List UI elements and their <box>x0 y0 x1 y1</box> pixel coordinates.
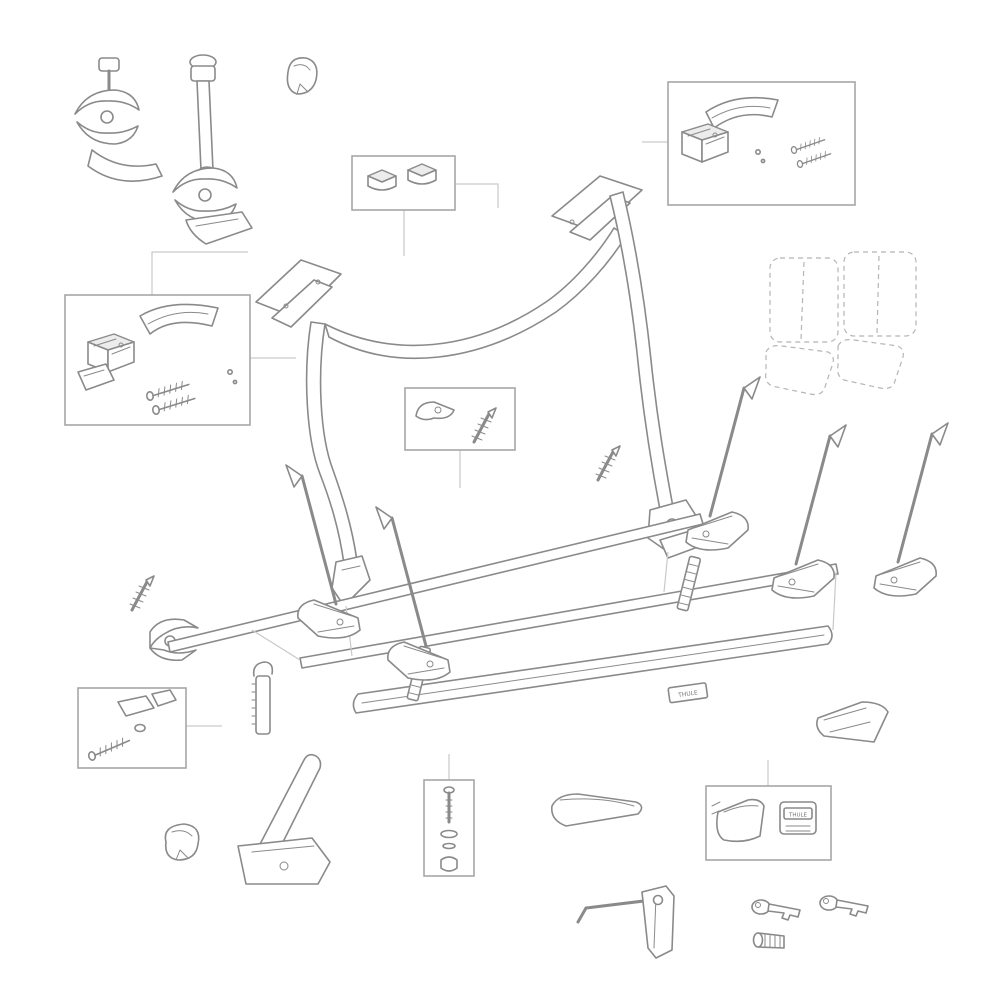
protective-film-panels <box>765 251 917 396</box>
side-cover <box>816 701 889 743</box>
support-strap-with-foot <box>237 753 331 885</box>
middle-rail <box>299 563 839 669</box>
bumper-logo-plate: THULE <box>667 682 709 704</box>
tool-bracket <box>576 885 675 959</box>
wheel-holders <box>284 375 950 682</box>
pad-logo-text: THULE <box>788 813 808 819</box>
key-1 <box>751 899 801 921</box>
strap-track-2 <box>676 555 702 612</box>
bumper-logo-text: THULE <box>677 689 699 699</box>
main-frame <box>255 175 707 607</box>
wheel-holder-right-3 <box>872 421 950 598</box>
cover-flap <box>550 793 643 827</box>
callout-screw-and-wedges <box>77 687 187 769</box>
callout-upper-mount-kit <box>667 81 856 206</box>
leader-lines <box>151 141 769 786</box>
ratchet-strap <box>251 661 274 735</box>
frame-expander-anchor <box>594 444 622 482</box>
key-2 <box>819 895 869 917</box>
clamp-assembly-b <box>172 54 253 245</box>
expander-anchor-loose <box>128 574 156 612</box>
left-mount-bracket <box>255 259 342 328</box>
end-cap <box>164 823 200 861</box>
upper-rail <box>167 513 704 653</box>
small-cap <box>286 56 318 95</box>
callout-frame-plugs <box>351 155 456 211</box>
lock-cylinder <box>752 932 785 949</box>
top-crossbar <box>324 227 627 359</box>
callout-lever-and-anchor <box>404 387 516 451</box>
clamp-assembly-a <box>74 57 163 182</box>
right-upright-tube <box>609 191 674 511</box>
platform: THULE <box>149 513 839 714</box>
callout-bolt-washer-cap <box>423 779 475 877</box>
callout-lower-mount-kit <box>64 294 251 426</box>
left-lower-joint <box>331 555 371 607</box>
callout-rubber-pads: THULE <box>705 785 832 861</box>
